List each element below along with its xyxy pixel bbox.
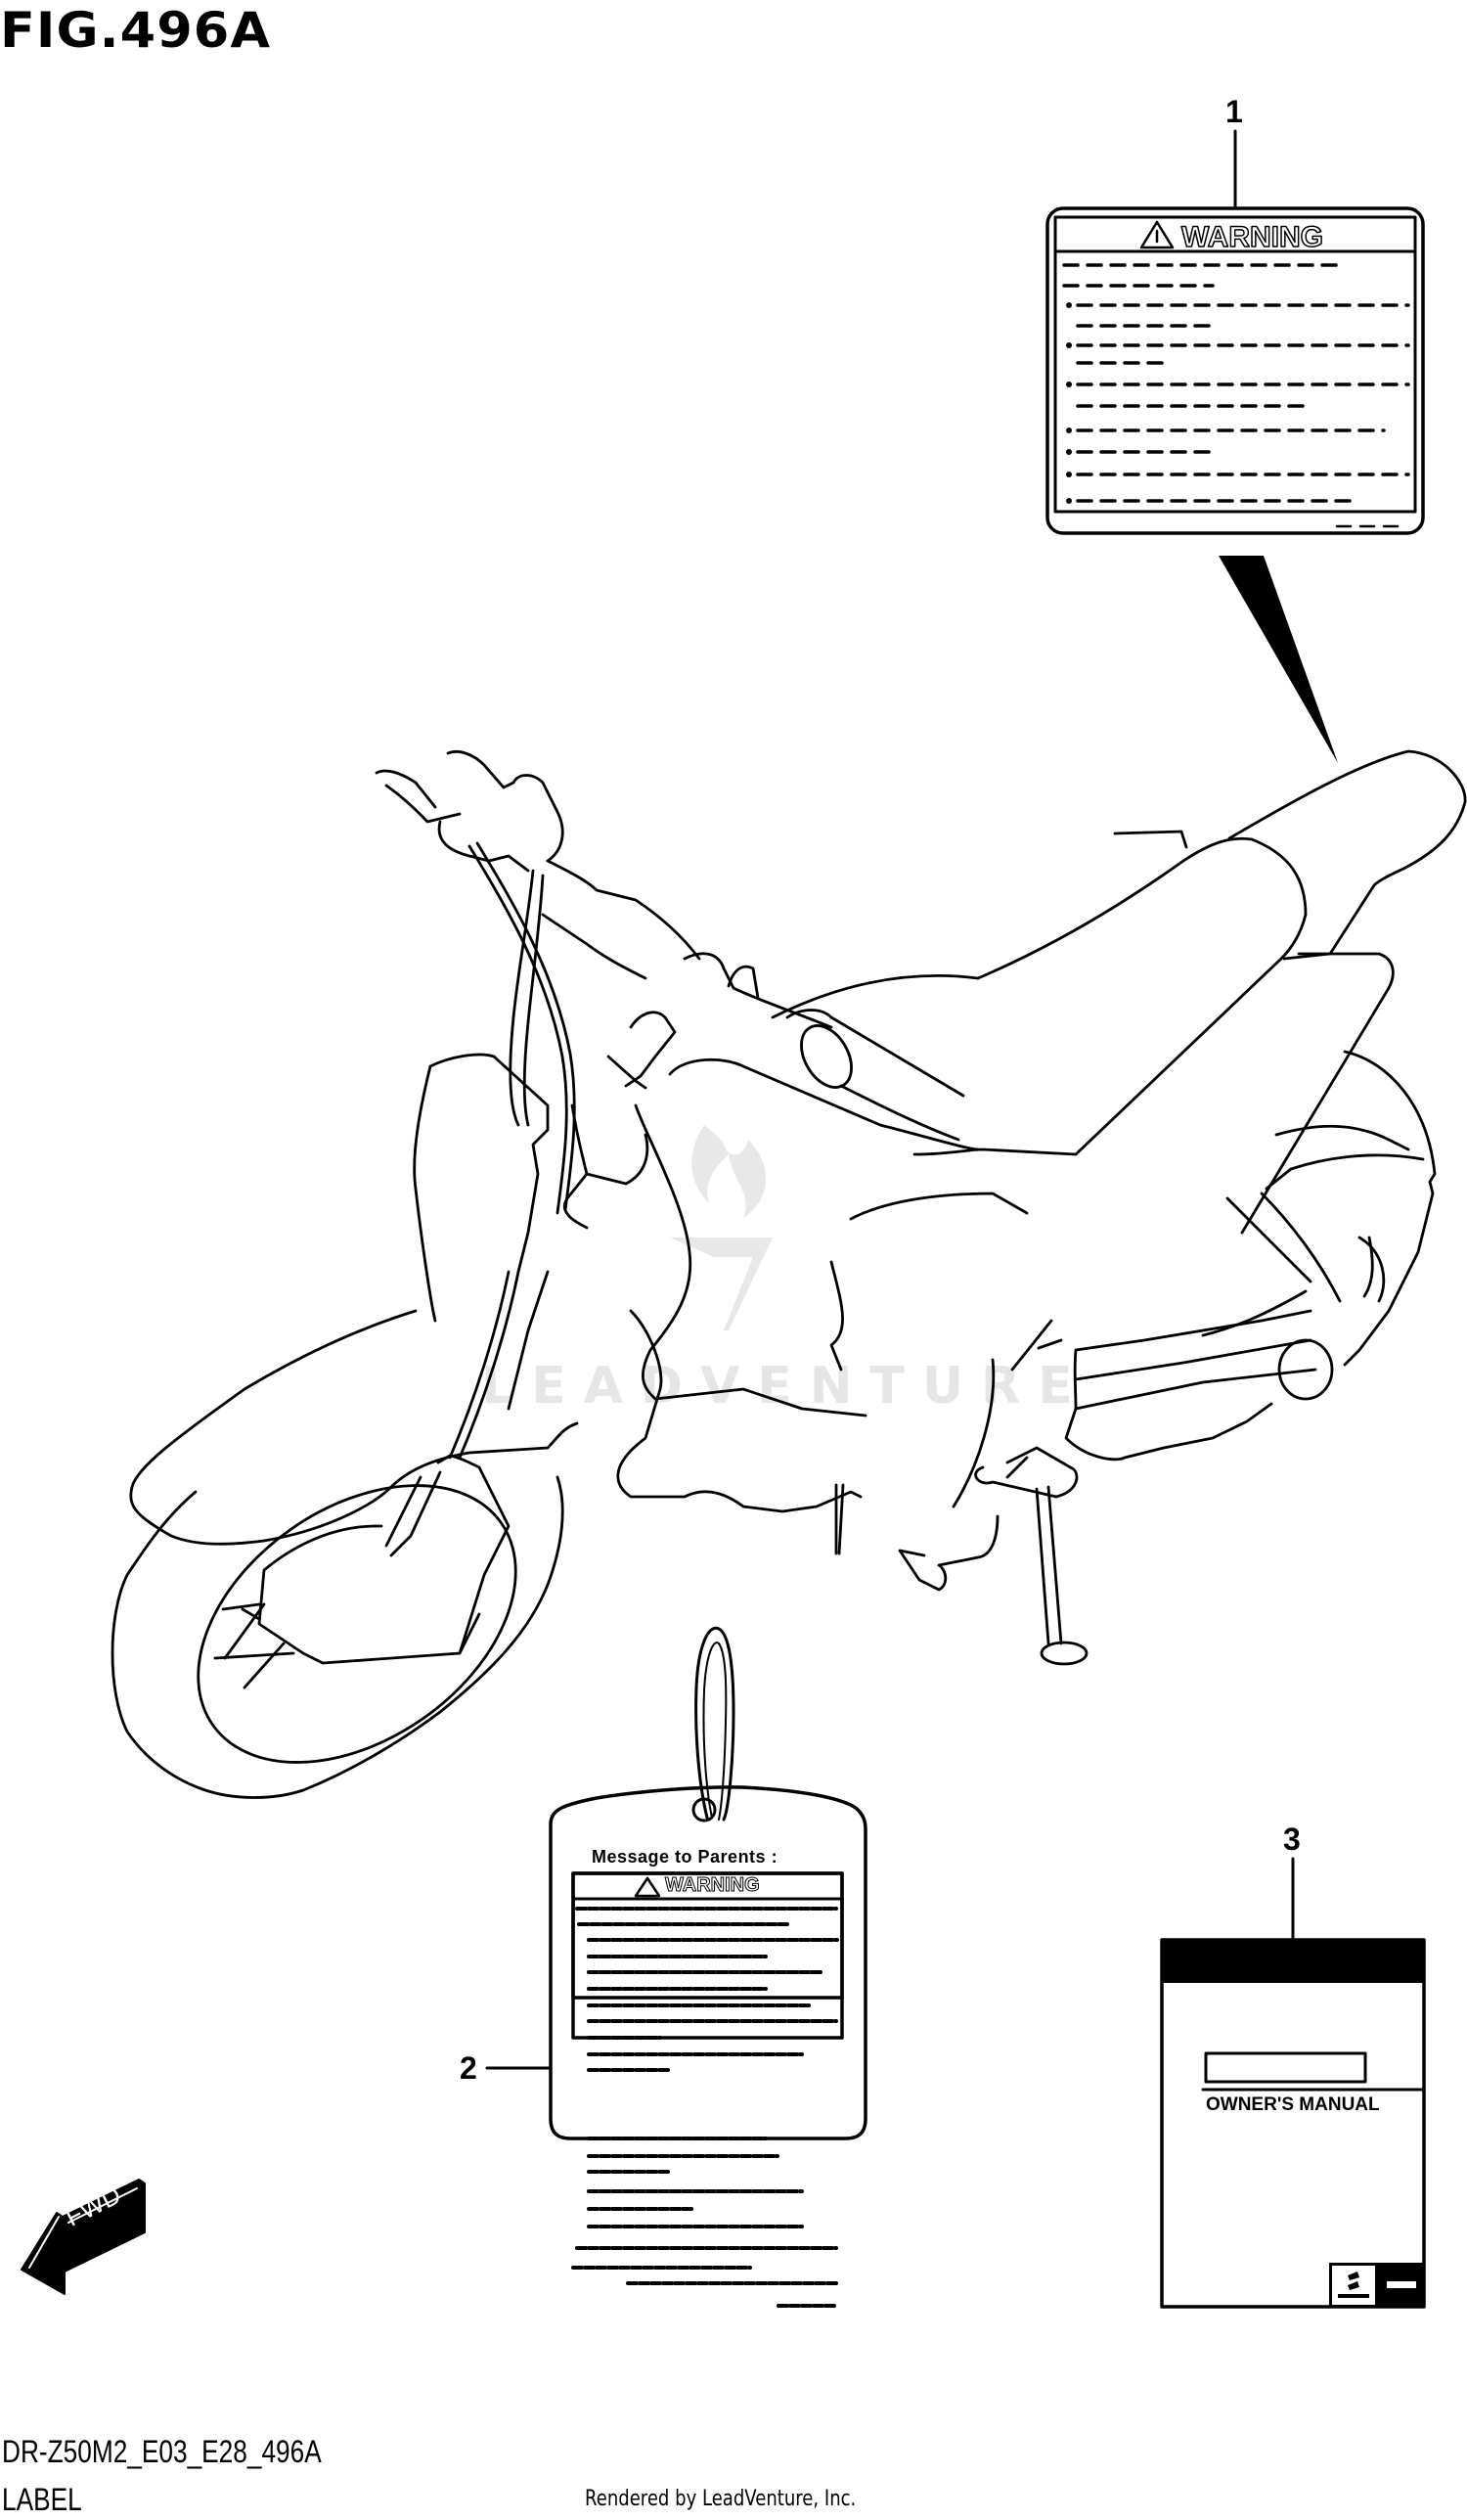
callout-1-number[interactable]: 1 xyxy=(1225,94,1243,129)
watermark-logo-icon xyxy=(670,1125,773,1330)
watermark: LEADVENTURE xyxy=(481,1357,1090,1416)
label-2-parents-tag[interactable] xyxy=(549,1626,867,2308)
motorcycle-illustration xyxy=(111,749,1467,1799)
manual-header-bar xyxy=(1162,1940,1424,1983)
label-2-title: Message to Parents : xyxy=(592,1847,778,1867)
rendered-by-credit: Rendered by LeadVenture, Inc. xyxy=(585,2487,857,2511)
warning-triangle-icon xyxy=(1139,220,1175,249)
section-label: LABEL xyxy=(2,2482,82,2517)
label-1-heading: WARNING xyxy=(1181,221,1323,253)
callout-3-number[interactable]: 3 xyxy=(1283,1822,1301,1857)
label-3-title: OWNER'S MANUAL xyxy=(1206,2094,1380,2115)
label-2-text-lines xyxy=(571,1907,841,2308)
diagram-code: DR-Z50M2_E03_E28_496A xyxy=(2,2434,322,2469)
warning-triangle-icon xyxy=(634,1876,661,1898)
pointer-wedge xyxy=(1219,556,1338,763)
fwd-arrow-icon xyxy=(21,2179,146,2295)
label-1-text-lines xyxy=(1062,263,1410,528)
label-2-heading: WARNING xyxy=(665,1874,761,1897)
callout-2-number[interactable]: 2 xyxy=(460,2050,477,2086)
label-1-warning-sticker[interactable] xyxy=(1045,206,1425,535)
figure-title: FIG.496A xyxy=(0,2,272,59)
label-1-bullets xyxy=(1066,302,1072,504)
label-3-owners-manual[interactable] xyxy=(1160,1938,1426,2309)
